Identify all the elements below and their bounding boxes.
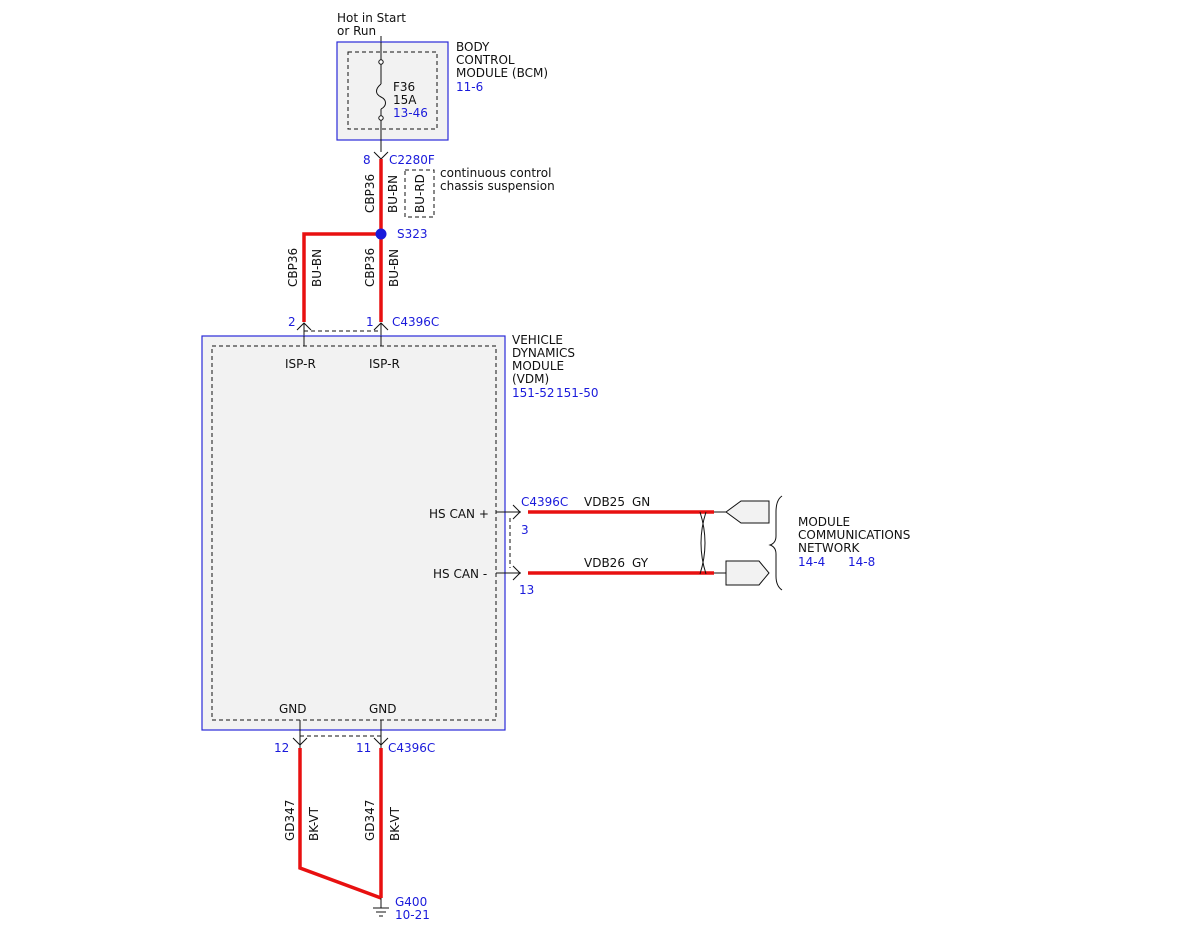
vdm-top-pin-right: 1 [366,315,374,329]
vdm-bottom-connector-id[interactable]: C4396C [388,741,435,755]
bcm-supply-line2: or Run [337,24,376,38]
can-plus-label: HS CAN + [429,507,489,521]
wire-top-alt-color: BU-RD [413,174,427,213]
network-ref-1[interactable]: 14-4 [798,555,825,569]
alt-note-line1: continuous control [440,166,551,180]
vdm-pin-label-gnd-left: GND [279,702,307,716]
can-plus-pin: 3 [521,523,529,537]
vdm-top-connector-id[interactable]: C4396C [392,315,439,329]
can-plus-wire-circuit: VDB25 [584,495,625,509]
wire-left-circuit: CBP36 [286,248,300,287]
connector-chevron-icon [512,565,521,581]
vdm-pin-label-gnd-right: GND [369,702,397,716]
vdm-bottom-pin-left: 12 [274,741,289,755]
vdm-bottom-connector: 12 11 C4396C [274,720,435,755]
ground-right-circuit: GD347 [363,800,377,841]
twisted-pair-icon [699,511,707,575]
bcm-connector-id[interactable]: C2280F [389,153,435,167]
connector-chevron-icon [512,504,521,520]
vdm-pin-label-isp-right: ISP-R [369,357,400,371]
wire-right-color: BU-BN [387,249,401,287]
vdm-name-line2: DYNAMICS [512,346,575,360]
vdm-name-line4: (VDM) [512,372,549,386]
can-connector-id[interactable]: C4396C [521,495,568,509]
network-name-line1: MODULE [798,515,850,529]
connector-chevron-icon [292,737,308,746]
can-minus-wire-circuit: VDB26 [584,556,625,570]
network-name-line2: COMMUNICATIONS [798,528,910,542]
splice-id[interactable]: S323 [397,227,428,241]
alt-note-line2: chassis suspension [440,179,555,193]
vdm-module: ISP-R ISP-R HS CAN + HS CAN - GND GND VE… [201,333,599,731]
can-minus-pin: 13 [519,583,534,597]
ground-ref[interactable]: 10-21 [395,908,430,922]
wire-splice-left [302,232,381,322]
bcm-module: Hot in Start or Run F36 15A 13-46 BODY C… [336,11,548,152]
network-connector-plus-icon[interactable] [725,500,770,524]
bcm-box [336,41,449,141]
vdm-inner-box [211,345,497,721]
ground-id[interactable]: G400 [395,895,427,909]
connector-chevron-icon [373,151,389,160]
vdm-bottom-pin-right: 11 [356,741,371,755]
fuse-id: F36 [393,80,415,94]
vdm-name-line3: MODULE [512,359,564,373]
ground-right-color: BK-VT [388,806,402,841]
connector-chevron-icon [373,737,389,746]
bcm-connector: 8 C2280F [363,151,435,167]
wire-top-circuit: CBP36 [363,174,377,213]
bcm-name-line3: MODULE (BCM) [456,66,548,80]
ground-left-color: BK-VT [307,806,321,841]
fuse-rating: 15A [393,93,417,107]
can-minus-label: HS CAN - [433,567,487,581]
vdm-box [201,335,506,731]
vdm-ref-2[interactable]: 151-50 [556,386,599,400]
network-ref-2[interactable]: 14-8 [848,555,875,569]
bcm-supply-line1: Hot in Start [337,11,406,25]
vdm-top-pin-left: 2 [288,315,296,329]
can-connector: C4396C 3 13 [496,495,568,597]
fuse-ref[interactable]: 13-46 [393,106,428,120]
network-connector-minus-icon[interactable] [725,560,770,586]
network-name-line3: NETWORK [798,541,861,555]
fuse-icon [376,42,386,152]
bcm-inner-box [347,51,438,130]
brace-icon [768,495,783,591]
bcm-ref[interactable]: 11-6 [456,80,483,94]
bcm-connector-pin: 8 [363,153,371,167]
vdm-name-line1: VEHICLE [512,333,563,347]
wire-top-color: BU-BN [386,175,400,213]
bcm-name-line2: CONTROL [456,53,515,67]
alt-color-box [404,169,435,218]
vdm-ref-1[interactable]: 151-52 [512,386,555,400]
bcm-name-line1: BODY [456,40,490,54]
ground-symbol-icon [373,898,389,917]
wire-ground-left [298,748,382,900]
splice-dot-icon [375,228,387,240]
vdm-pin-label-isp-left: ISP-R [285,357,316,371]
can-minus-wire-color: GY [632,556,649,570]
can-plus-wire-color: GN [632,495,650,509]
wire-left-color: BU-BN [310,249,324,287]
wire-right-circuit: CBP36 [363,248,377,287]
ground-left-circuit: GD347 [283,800,297,841]
